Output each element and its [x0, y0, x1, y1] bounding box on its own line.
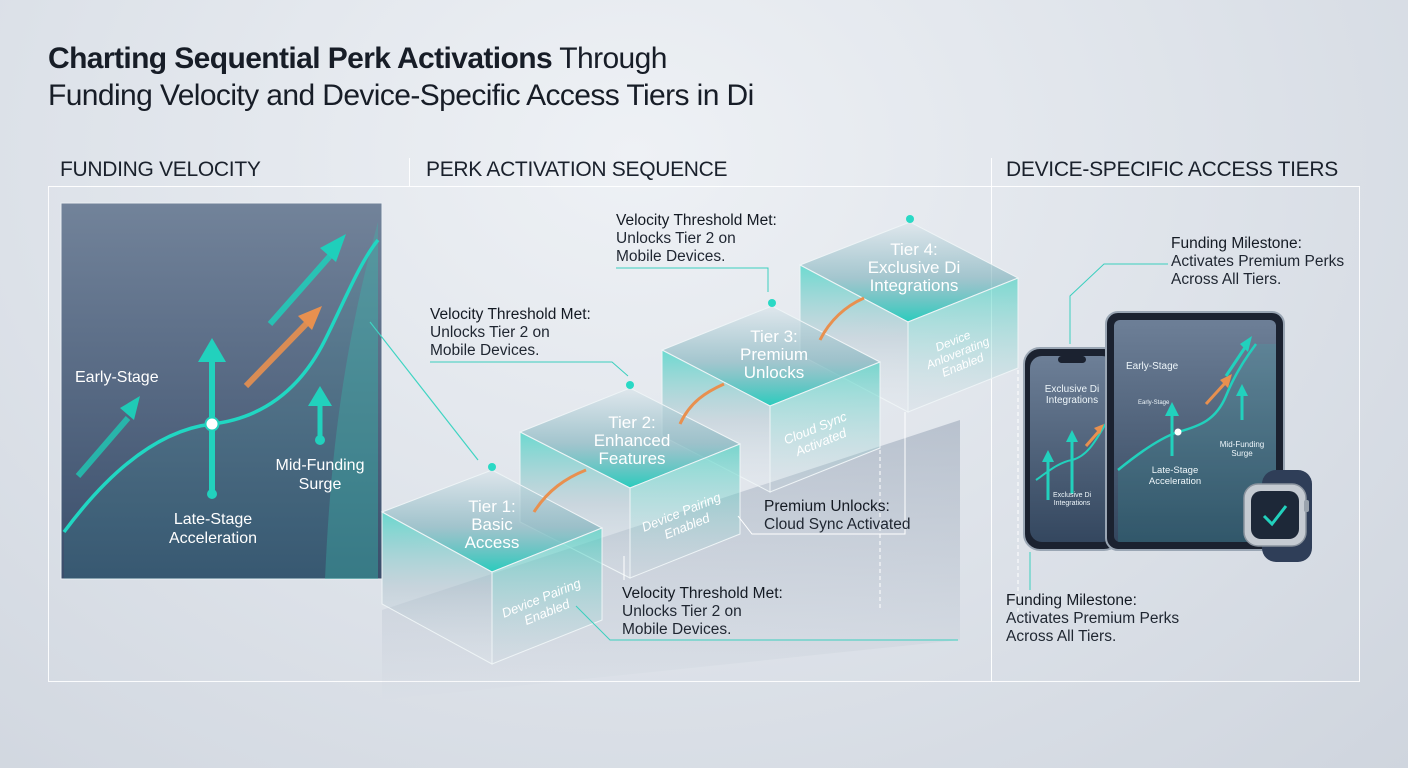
milestone-top-line2: Across All Tiers.	[1171, 271, 1282, 288]
page-title: Charting Sequential Perk Activations Thr…	[48, 40, 754, 114]
tier-4-title: Tier 4: Exclusive Di Integrations	[850, 241, 978, 295]
tablet-late-stage: Late-Stage Acceleration	[1140, 465, 1210, 487]
tier-2-title: Tier 2: Enhanced Features	[572, 414, 692, 468]
callout-premium-head: Premium Unlocks:	[764, 498, 890, 515]
title-bold-part: Charting Sequential Perk Activations	[48, 42, 553, 75]
tier-2-line3: Features	[598, 449, 666, 468]
label-mid-funding: Mid-Funding Surge	[268, 456, 372, 494]
milestone-top-leader	[1069, 263, 1168, 344]
phone-screen-footer: Exclusive Di Integrations	[1040, 492, 1104, 508]
callout-milestone-top: Funding Milestone: Activates Premium Per…	[1171, 235, 1344, 289]
callout-mid-head: Velocity Threshold Met:	[430, 306, 591, 323]
callout-bottom: Velocity Threshold Met: Unlocks Tier 2 o…	[622, 585, 783, 639]
callout-bottom-line2: Mobile Devices.	[622, 621, 732, 638]
curve-glow	[325, 222, 378, 579]
callout-bottom-line1: Unlocks Tier 2 on	[622, 603, 742, 620]
early-stage-arrow	[75, 396, 140, 478]
callout-mid: Velocity Threshold Met: Unlocks Tier 2 o…	[430, 306, 591, 360]
tier-4-line3: Integrations	[869, 276, 959, 295]
section-divider-1-top	[409, 158, 410, 186]
tier-4-line1: Tier 4:	[890, 240, 938, 259]
callout-mid-line1: Unlocks Tier 2 on	[430, 324, 550, 341]
section-divider-2	[991, 158, 992, 681]
phone-line1: Exclusive Di	[1044, 384, 1100, 395]
tier-3-line2: Premium	[739, 345, 808, 364]
header-divider	[48, 186, 1360, 187]
callout-mid-line2: Mobile Devices.	[430, 342, 540, 359]
orange-connector-3	[818, 296, 865, 341]
label-late-stage-line1: Late-Stage	[173, 511, 253, 528]
callout-bottom-head: Velocity Threshold Met:	[622, 585, 783, 602]
tier-4-block	[798, 215, 1020, 413]
callout-top: Velocity Threshold Met: Unlocks Tier 2 o…	[616, 212, 777, 266]
callout-milestone-bottom: Funding Milestone: Activates Premium Per…	[1006, 592, 1179, 646]
tier-1-line2: Basic	[471, 515, 513, 534]
phone-screen-title: Exclusive Di Integrations	[1034, 384, 1110, 406]
section-title-devices: DEVICE-SPECIFIC ACCESS TIERS	[1006, 158, 1338, 181]
section-title-velocity: FUNDING VELOCITY	[60, 158, 261, 181]
orange-arrow	[243, 306, 322, 389]
tier-1-line1: Tier 1:	[468, 497, 516, 516]
callout-premium-leader	[737, 412, 906, 535]
phone-device	[1023, 347, 1121, 551]
tier-4-line2: Exclusive Di	[867, 258, 961, 277]
callout-premium: Premium Unlocks: Cloud Sync Activated	[764, 498, 910, 534]
tier-2-line1: Tier 2:	[608, 413, 656, 432]
tier-3-line3: Unlocks	[743, 363, 805, 382]
funding-curve	[62, 238, 380, 534]
tier-1-block	[380, 463, 604, 665]
phone-line2: Integrations	[1045, 395, 1099, 406]
tablet-late1: Late-Stage	[1151, 465, 1199, 476]
tier-3-line1: Tier 3:	[750, 327, 798, 346]
phone-footer2: Integrations	[1053, 500, 1091, 507]
milestone-top-head: Funding Milestone:	[1171, 235, 1302, 252]
tier-3-title: Tier 3: Premium Unlocks	[714, 328, 834, 382]
tablet-mid2: Surge	[1231, 449, 1253, 458]
callout-top-line1: Unlocks Tier 2 on	[616, 230, 736, 247]
tablet-tag: Early-Stage	[1138, 400, 1170, 406]
watch-device	[1243, 470, 1312, 562]
callout-top-line2: Mobile Devices.	[616, 248, 726, 265]
milestone-bottom-line2: Across All Tiers.	[1006, 628, 1117, 645]
section-title-sequence: PERK ACTIVATION SEQUENCE	[426, 158, 728, 181]
label-late-stage-line2: Acceleration	[168, 530, 258, 547]
diagram-frame	[48, 187, 1360, 682]
tier-1-title: Tier 1: Basic Access	[432, 498, 552, 552]
tier-1-line3: Access	[464, 533, 520, 552]
tablet-early-stage: Early-Stage	[1126, 361, 1179, 372]
orange-connector-2	[678, 382, 725, 425]
velocity-panel	[60, 202, 383, 580]
tablet-late2: Acceleration	[1148, 476, 1202, 487]
mid-funding-arrow	[308, 386, 332, 445]
tablet-mid-funding: Mid-Funding Surge	[1212, 440, 1272, 458]
label-early-stage: Early-Stage	[75, 369, 159, 386]
callout-bottom-leader	[575, 605, 958, 641]
tablet-mid1: Mid-Funding	[1219, 440, 1265, 449]
teal-top-arrow	[267, 234, 346, 326]
callout-top-leader	[616, 267, 769, 292]
tier-2-line2: Enhanced	[593, 431, 671, 450]
callout-top-head: Velocity Threshold Met:	[616, 212, 777, 229]
milestone-bottom-head: Funding Milestone:	[1006, 592, 1137, 609]
curve-marker	[204, 416, 220, 432]
callout-premium-line1: Cloud Sync Activated	[764, 516, 911, 533]
tablet-device	[1105, 311, 1285, 551]
label-mid-funding-line1: Mid-Funding	[275, 457, 365, 474]
label-late-stage: Late-Stage Acceleration	[160, 510, 266, 548]
title-line-2: Funding Velocity and Device-Specific Acc…	[48, 79, 754, 112]
panel-connector	[369, 321, 479, 461]
orange-connector-1	[532, 468, 587, 513]
curve-area	[64, 240, 378, 579]
title-rest: Through	[552, 42, 667, 75]
label-mid-funding-line2: Surge	[298, 476, 342, 493]
milestone-top-line1: Activates Premium Perks	[1171, 253, 1345, 270]
callout-mid-leader	[430, 361, 629, 377]
checkmark-icon	[1262, 505, 1288, 527]
phone-footer1: Exclusive Di	[1052, 492, 1092, 499]
milestone-bottom-line1: Activates Premium Perks	[1006, 610, 1180, 627]
